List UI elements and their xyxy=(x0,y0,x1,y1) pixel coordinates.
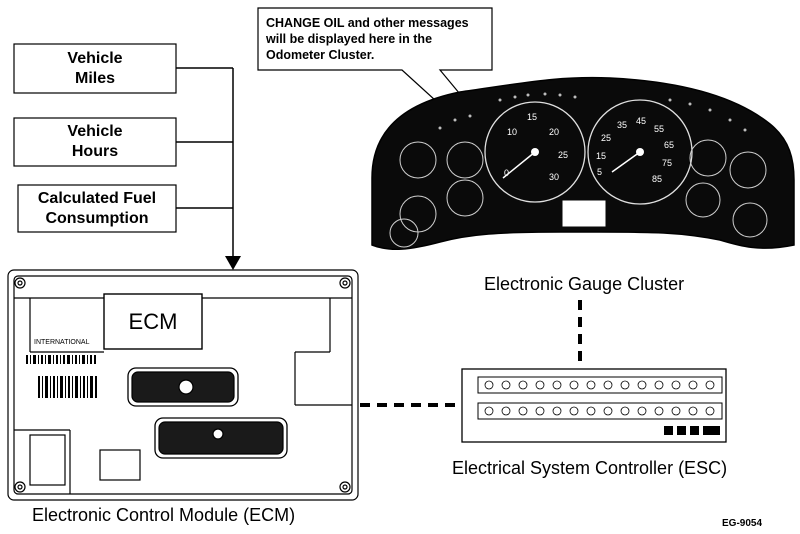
ecm-label: ECM xyxy=(128,308,178,334)
vehicle-hours-text: Vehicle Hours xyxy=(67,123,123,160)
vehicle-miles-box xyxy=(13,43,177,94)
input-connector-lines xyxy=(176,67,234,258)
figure-id: EG-9054 xyxy=(722,518,763,529)
speed-tick-75: 75 xyxy=(662,158,673,168)
speed-tick-15: 15 xyxy=(596,151,607,161)
callout-text: CHANGE OIL and other messages will be di… xyxy=(266,16,469,62)
tach-tick-0: 0 xyxy=(504,168,510,178)
vehicle-miles-text: Vehicle Miles xyxy=(67,49,123,87)
tach-tick-10: 10 xyxy=(507,127,518,137)
tach-tick-15: 15 xyxy=(527,112,538,122)
speed-tick-85: 85 xyxy=(652,174,663,184)
gauge-cluster xyxy=(371,76,795,251)
vehicle-hours-label: Vehicle Hours xyxy=(14,118,176,166)
ecm-brand: INTERNATIONAL xyxy=(34,339,90,346)
gauge-cluster-caption: Electronic Gauge Cluster xyxy=(484,274,685,294)
vehicle-miles-label: Vehicle Miles xyxy=(14,44,176,93)
vehicle-hours-box xyxy=(13,117,177,167)
speed-tick-5: 5 xyxy=(597,167,603,177)
fuel-consumption-box xyxy=(17,184,177,233)
fuel-consumption-label: Calculated Fuel Consumption xyxy=(18,185,176,232)
fuel-consumption-text: Calculated Fuel Consumption xyxy=(37,189,157,227)
speed-tick-65: 65 xyxy=(664,140,675,150)
arrow-to-ecm xyxy=(225,256,241,270)
speed-tick-35: 35 xyxy=(617,120,628,130)
speed-tick-55: 55 xyxy=(654,124,665,134)
esc-caption: Electrical System Controller (ESC) xyxy=(452,458,728,478)
ecm-caption: Electronic Control Module (ECM) xyxy=(32,505,296,525)
ecm-module xyxy=(7,269,359,501)
odometer-display xyxy=(562,200,606,227)
esc-module xyxy=(461,368,727,443)
tach-tick-25: 25 xyxy=(558,150,569,160)
speed-tick-45: 45 xyxy=(636,116,647,126)
tach-tick-20: 20 xyxy=(549,127,560,137)
speed-tick-25: 25 xyxy=(601,133,612,143)
tach-tick-30: 30 xyxy=(549,172,560,182)
